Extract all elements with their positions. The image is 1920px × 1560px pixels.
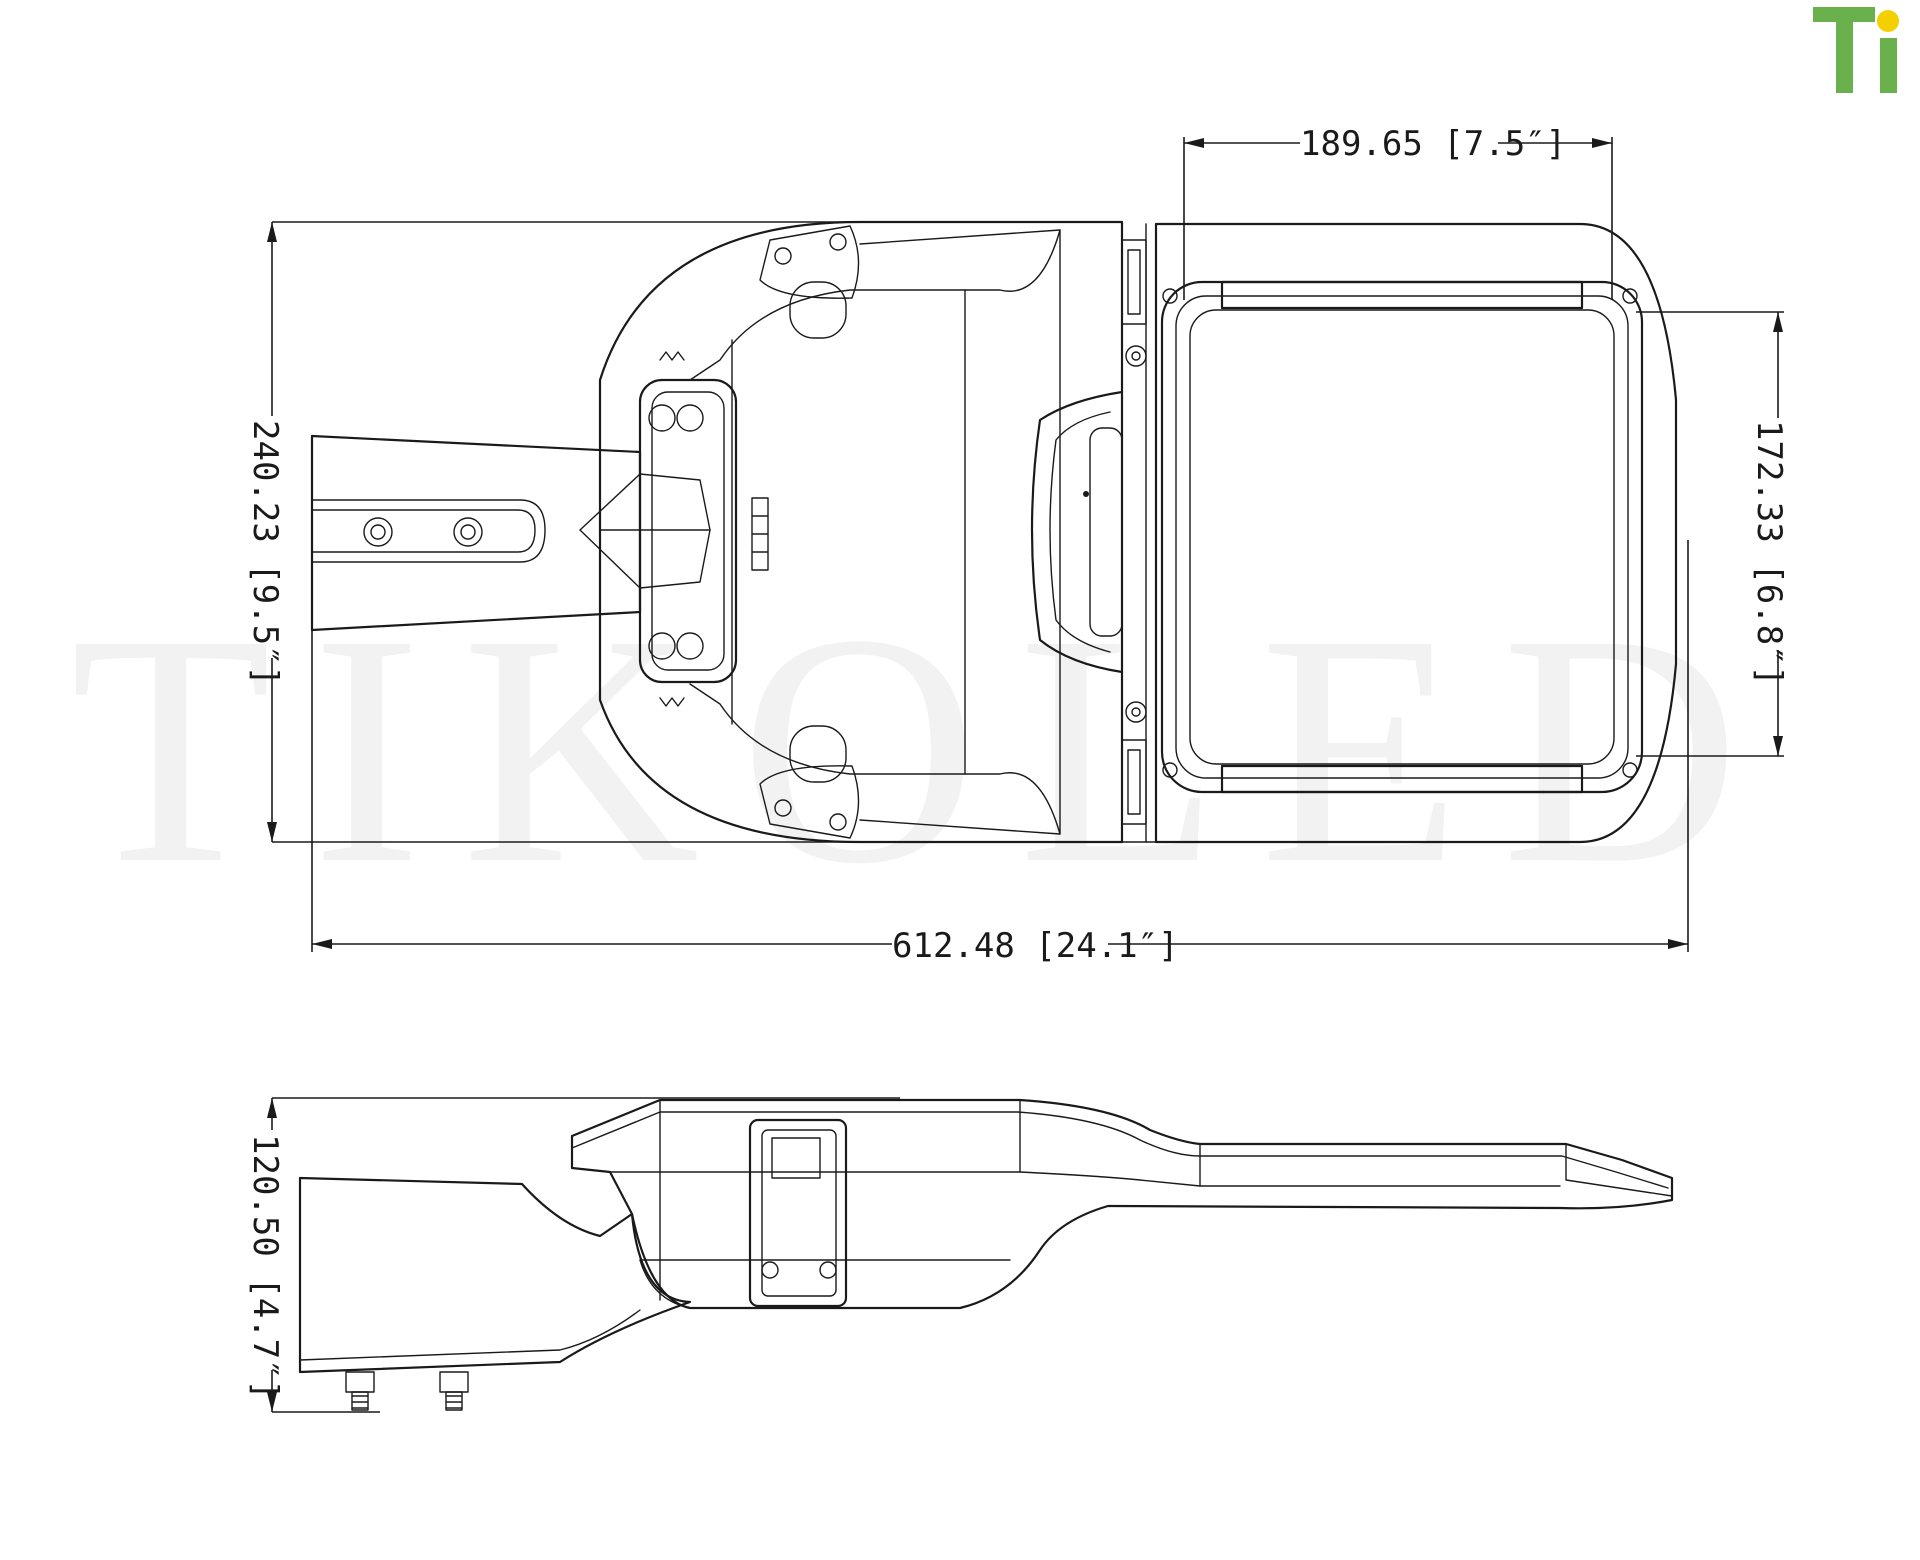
- top-lens-module: [1145, 222, 1678, 844]
- dimension-label-width-lens: 189.65 [7.5″]: [1300, 124, 1566, 164]
- side-bolts: [345, 1371, 469, 1411]
- dimension-label-length-total: 612.48 [24.1″]: [892, 926, 1179, 966]
- dimension-height-lens: 172.33 [6.8″]: [1636, 311, 1789, 757]
- side-view: [298, 1098, 1674, 1411]
- dimension-length-total: 612.48 [24.1″]: [311, 540, 1689, 966]
- dimension-label-height-total: 240.23 [9.5″]: [245, 420, 285, 686]
- top-clamp-bracket: [638, 351, 769, 707]
- watermark: TIKOLED: [70, 567, 1780, 932]
- dimension-height-total: 240.23 [9.5″]: [245, 221, 1156, 843]
- logo-i-stem: [1880, 38, 1897, 93]
- brand-logo: [1813, 7, 1899, 93]
- dimension-label-height-side: 120.50 [4.7″]: [245, 1134, 285, 1400]
- dimension-height-side: 120.50 [4.7″]: [245, 1097, 900, 1413]
- top-rear-housing: [598, 220, 1124, 844]
- dimension-label-height-lens: 172.33 [6.8″]: [1749, 420, 1789, 686]
- logo-t-stem: [1836, 7, 1853, 93]
- top-view: [310, 220, 1678, 844]
- logo-i-dot-icon: [1877, 10, 1899, 32]
- dimension-width-lens: 189.65 [7.5″]: [1183, 124, 1613, 300]
